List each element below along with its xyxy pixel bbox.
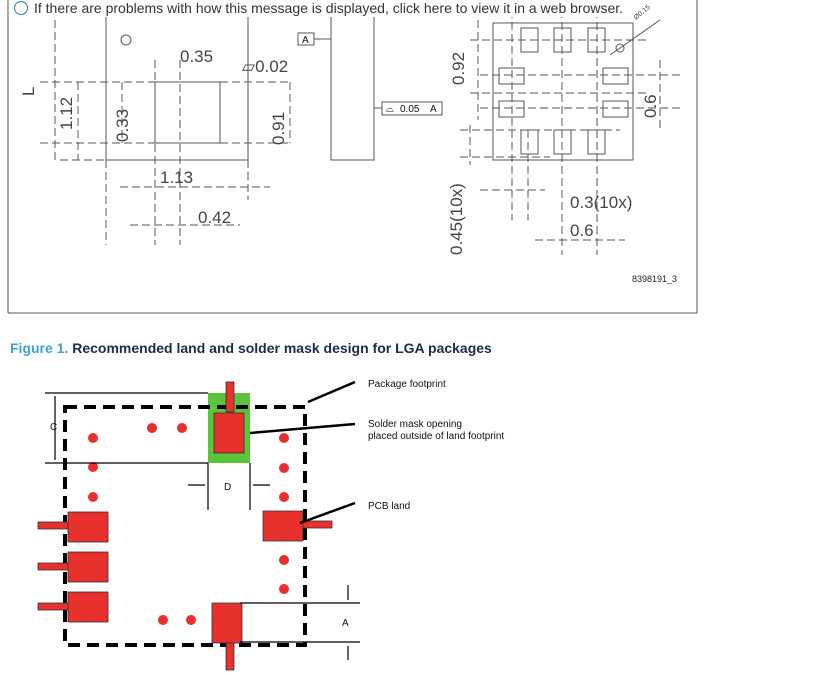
label-package-footprint: Package footprint — [368, 379, 446, 390]
package-land-pattern — [492, 22, 634, 161]
land-pads — [498, 27, 629, 155]
lga-land-design-figure: C D A Package footprint Solder mask open… — [37, 379, 504, 671]
figure-caption: Figure 1. Recommended land and solder ma… — [10, 340, 492, 356]
dim-0.42: 0.42 — [198, 208, 231, 227]
dim-0.15: Ø0.15 — [633, 4, 652, 22]
dim-D: D — [224, 482, 231, 493]
banner-text[interactable]: If there are problems with how this mess… — [34, 0, 624, 16]
dim-A: A — [342, 618, 349, 629]
figure-number: Figure 1. — [10, 340, 69, 356]
info-icon — [14, 1, 28, 15]
drawing-reference: 8398191_3 — [632, 274, 677, 284]
tolerance-symbol: ⌓ — [386, 104, 394, 115]
figure-title: Recommended land and solder mask design … — [72, 340, 492, 356]
dimension-labels: L 1.12 0.33 0.35 ⏥0.02 0.91 1.13 0.42 A … — [19, 4, 677, 284]
solder-balls — [88, 423, 289, 625]
dim-0.33: 0.33 — [113, 109, 132, 142]
dim-0.91: 0.91 — [269, 112, 288, 145]
label-pcb-land: PCB land — [368, 501, 410, 512]
dim-0.6-vertical: 0.6 — [641, 94, 660, 118]
tolerance-value: 0.05 — [400, 104, 420, 115]
dim-0.6-horizontal: 0.6 — [570, 221, 594, 240]
dim-0.35: 0.35 — [180, 47, 213, 66]
package-side-view — [330, 11, 375, 161]
dim-0.92: 0.92 — [449, 52, 468, 85]
dim-C: C — [50, 422, 57, 433]
dim-1.12: 1.12 — [57, 97, 76, 130]
datum-A: A — [302, 35, 309, 46]
dim-flatness: ⏥0.02 — [242, 57, 288, 76]
dim-L: L — [19, 87, 38, 96]
web-view-banner[interactable]: If there are problems with how this mess… — [14, 0, 628, 17]
label-solder-mask-2: placed outside of land footprint — [368, 431, 504, 442]
package-dimension-drawing: L 1.12 0.33 0.35 ⏥0.02 0.91 1.13 0.42 A … — [7, 0, 698, 314]
pcb-lands — [37, 381, 333, 671]
dim-1.13: 1.13 — [160, 168, 193, 187]
dim-0.3: 0.3(10x) — [570, 193, 632, 212]
dim-0.45: 0.45(10x) — [447, 183, 466, 255]
label-solder-mask-1: Solder mask opening — [368, 419, 462, 430]
tolerance-ref: A — [430, 104, 437, 115]
